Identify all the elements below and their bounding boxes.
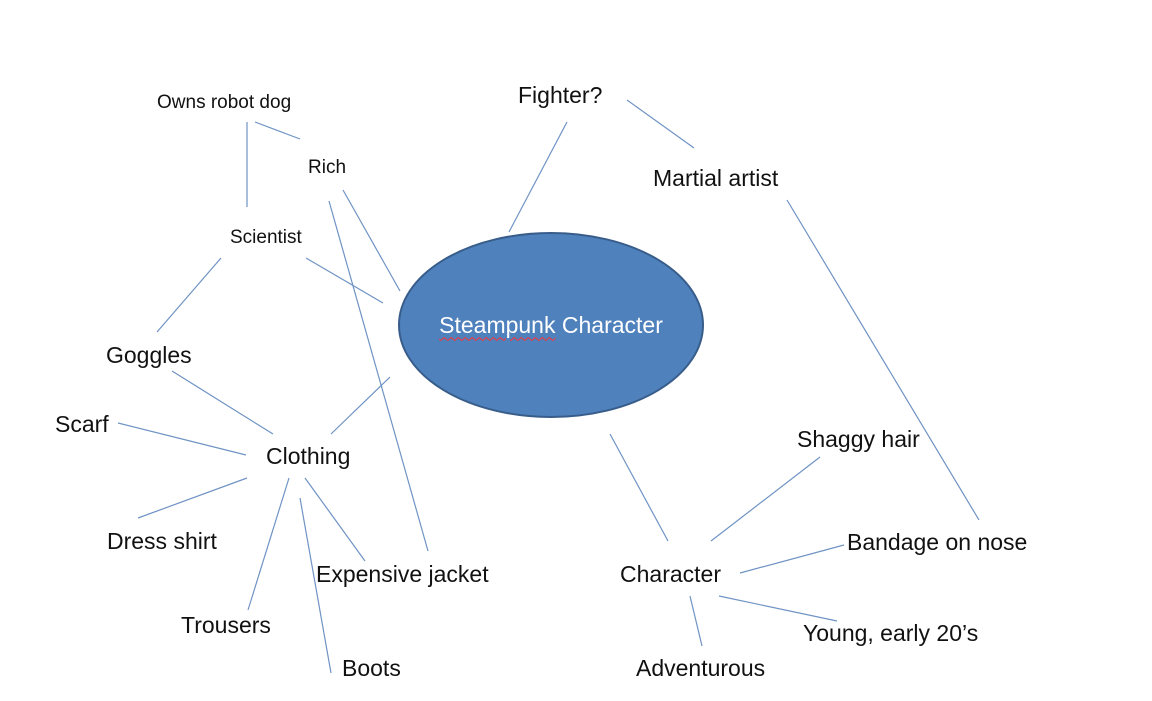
node-trousers[interactable]: Trousers bbox=[181, 612, 271, 638]
node-young-early-20s[interactable]: Young, early 20’s bbox=[803, 620, 979, 646]
connector-scientist-to-goggles bbox=[156, 257, 222, 333]
node-boots[interactable]: Boots bbox=[342, 655, 401, 681]
connector-clothing-to-trousers bbox=[247, 477, 290, 611]
node-goggles[interactable]: Goggles bbox=[106, 342, 192, 368]
connector-center-to-clothing bbox=[330, 376, 391, 435]
node-rich[interactable]: Rich bbox=[308, 157, 347, 178]
node-fighter[interactable]: Fighter? bbox=[518, 82, 603, 108]
central-topic-label: Steampunk Character bbox=[398, 232, 704, 418]
node-scientist[interactable]: Scientist bbox=[230, 227, 302, 248]
central-topic-word-character: Character bbox=[555, 311, 663, 338]
connector-shaggy-hair-to-character bbox=[710, 456, 821, 542]
connector-goggles-to-clothing bbox=[171, 370, 274, 435]
central-topic-ellipse[interactable] bbox=[398, 232, 704, 418]
connector-clothing-to-dress-shirt bbox=[137, 477, 248, 519]
connector-scientist-to-center bbox=[305, 257, 384, 304]
connector-center-to-character bbox=[609, 433, 669, 542]
node-dress-shirt[interactable]: Dress shirt bbox=[107, 528, 217, 554]
node-scarf[interactable]: Scarf bbox=[55, 411, 109, 437]
connector-martial-artist-to-bandage bbox=[786, 199, 980, 521]
node-character[interactable]: Character bbox=[620, 561, 721, 587]
node-clothing[interactable]: Clothing bbox=[266, 443, 351, 469]
node-expensive-jacket[interactable]: Expensive jacket bbox=[316, 561, 489, 587]
connector-rich-to-expensive-jacket bbox=[328, 200, 429, 552]
connector-fighter-to-center bbox=[508, 121, 568, 233]
connector-rich-to-center bbox=[342, 189, 401, 292]
node-martial-artist[interactable]: Martial artist bbox=[653, 165, 779, 191]
connector-owns-dog-to-rich bbox=[254, 121, 301, 140]
node-bandage-on-nose[interactable]: Bandage on nose bbox=[847, 529, 1028, 555]
node-adventurous[interactable]: Adventurous bbox=[636, 655, 766, 681]
connector-clothing-to-expensive-jacket bbox=[304, 477, 366, 562]
connector-scarf-to-clothing bbox=[117, 422, 247, 456]
node-owns-robot-dog[interactable]: Owns robot dog bbox=[157, 92, 292, 113]
connector-fighter-to-martial-artist bbox=[626, 99, 695, 149]
connector-lines bbox=[117, 99, 980, 674]
node-shaggy-hair[interactable]: Shaggy hair bbox=[797, 426, 920, 452]
central-topic-word-steampunk: Steampunk bbox=[439, 311, 556, 338]
connector-character-to-adventurous bbox=[689, 595, 703, 647]
connector-character-to-young bbox=[718, 595, 838, 622]
connector-bandage-to-character bbox=[739, 544, 845, 574]
connector-clothing-to-boots bbox=[299, 497, 332, 674]
